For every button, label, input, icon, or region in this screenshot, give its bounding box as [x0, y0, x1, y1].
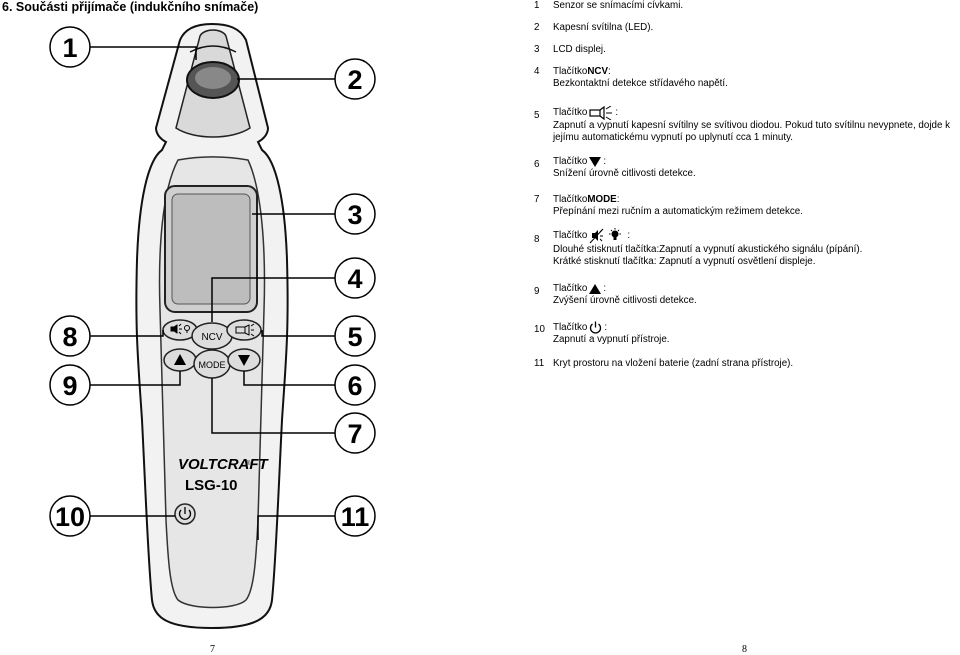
item-description: Zapnutí a vypnutí přístroje.	[553, 334, 670, 345]
svg-text:4: 4	[347, 264, 362, 294]
svg-text:7: 7	[347, 419, 362, 449]
item-text: Kapesní svítilna (LED).	[553, 22, 654, 33]
svg-text:2: 2	[347, 65, 362, 95]
svg-text:11: 11	[341, 502, 370, 532]
svg-text:3: 3	[347, 200, 362, 230]
callout-3: 3	[334, 193, 376, 235]
triangle-up-icon	[589, 284, 602, 294]
callout-9: 9	[49, 364, 91, 406]
item-text: Senzor se snímacími cívkami.	[553, 0, 684, 11]
callout-5: 5	[334, 315, 376, 357]
callout-2: 2	[334, 58, 376, 100]
item-description: Zvýšení úrovně citlivosti detekce.	[553, 295, 697, 306]
callout-1: 1	[49, 26, 91, 68]
callout-6: 6	[334, 364, 376, 406]
svg-text:5: 5	[347, 322, 362, 352]
triangle-down-icon	[589, 157, 602, 167]
flashlight-icon	[589, 106, 613, 120]
callout-4: 4	[334, 257, 376, 299]
item-description: Zapnutí a vypnutí kapesní svítilny se sv…	[553, 120, 951, 143]
item-description: Bezkontaktní detekce střídavého napětí.	[553, 77, 728, 89]
mode-button-label: MODE	[199, 360, 226, 370]
svg-text:9: 9	[62, 371, 77, 401]
callout-11: 11	[334, 495, 376, 537]
brand-logo: VOLTCRAFT	[178, 456, 270, 473]
svg-text:6: 6	[347, 371, 362, 401]
svg-text:10: 10	[55, 502, 85, 532]
callout-7: 7	[334, 412, 376, 454]
flashlight-button	[226, 319, 262, 341]
item-description: Dlouhé stisknutí tlačítka:Zapnutí a vypn…	[553, 244, 863, 255]
item-description: Přepínání mezi ručním a automatickým rež…	[553, 205, 803, 217]
page-number-right: 8	[742, 644, 747, 655]
leader-lines	[90, 46, 335, 540]
callout-10: 10	[49, 495, 91, 537]
item-text: LCD displej.	[553, 44, 606, 55]
item-description: Snížení úrovně citlivosti detekce.	[553, 168, 696, 179]
item-description-2: Krátké stisknutí tlačítka: Zapnutí a vyp…	[553, 255, 816, 267]
brand-registered: ®	[246, 460, 251, 467]
svg-text:8: 8	[62, 322, 77, 352]
device-illustration: NCV MODE VOLTCRAFT ® LSG-10 1 2 3 4 5 6	[49, 22, 376, 630]
section-heading: 6. Součásti přijímače (indukčního snímač…	[2, 0, 259, 14]
page-number-left: 7	[210, 644, 215, 655]
item-text: Kryt prostoru na vložení baterie (zadní …	[553, 358, 794, 369]
power-icon	[590, 321, 602, 334]
sound-light-icon	[589, 228, 622, 244]
model-label: LSG-10	[185, 477, 238, 494]
callout-8: 8	[49, 315, 91, 357]
svg-text:1: 1	[62, 33, 77, 63]
sound-light-button-icon	[170, 323, 190, 335]
ncv-button-label: NCV	[201, 332, 222, 343]
